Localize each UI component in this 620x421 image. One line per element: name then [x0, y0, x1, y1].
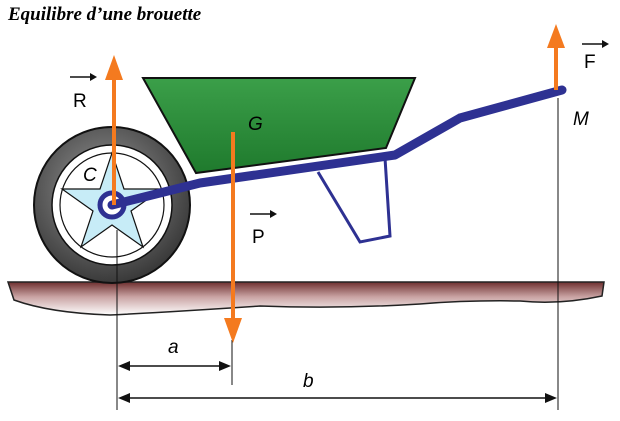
vector-bar-f — [582, 40, 609, 48]
ground — [6, 281, 605, 316]
tray — [141, 77, 417, 175]
label-p: P — [252, 227, 265, 248]
label-g: G — [248, 114, 263, 135]
force-arrow — [547, 24, 565, 90]
diagram-title: Equilibre d’une brouette — [8, 4, 202, 25]
label-f: F — [584, 52, 596, 73]
vector-bar-p — [250, 210, 277, 218]
leg — [316, 157, 392, 244]
frame — [107, 85, 567, 210]
label-b: b — [303, 371, 314, 392]
dimension-a — [118, 361, 231, 371]
reaction-arrow — [105, 55, 123, 205]
dimension-b — [118, 393, 557, 403]
label-m: M — [573, 109, 589, 130]
label-c: C — [83, 165, 97, 186]
weight-arrow — [224, 132, 242, 343]
vector-bar-r — [70, 73, 97, 81]
label-a: a — [168, 337, 179, 358]
label-r: R — [73, 91, 87, 112]
